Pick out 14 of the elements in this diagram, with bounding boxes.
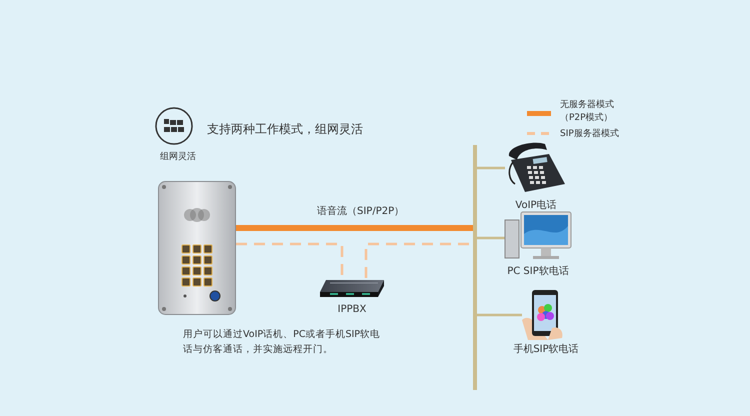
icon-caption: 组网灵活 [160,150,196,163]
legend-text: SIP服务器模式 [560,128,619,140]
device-caption: 手机SIP软电话 [513,342,579,356]
device-caption: IPPBX [338,304,366,315]
connector-line [477,166,505,170]
device-caption: PC SIP软电话 [507,264,569,278]
device-caption: VoIP电话 [515,198,557,212]
connector-line [477,236,505,240]
connector-line [236,225,473,231]
description-text: 用户可以通过VoIP话机、PC或者手机SIP软电话与仿客通话，并实施远程开门。 [183,328,382,357]
legend-text: 无服务器模式（P2P模式） [560,99,615,125]
connector-line [477,314,522,316]
heading-text: 支持两种工作模式，组网灵活 [207,121,363,138]
dashed-connector [236,242,344,278]
